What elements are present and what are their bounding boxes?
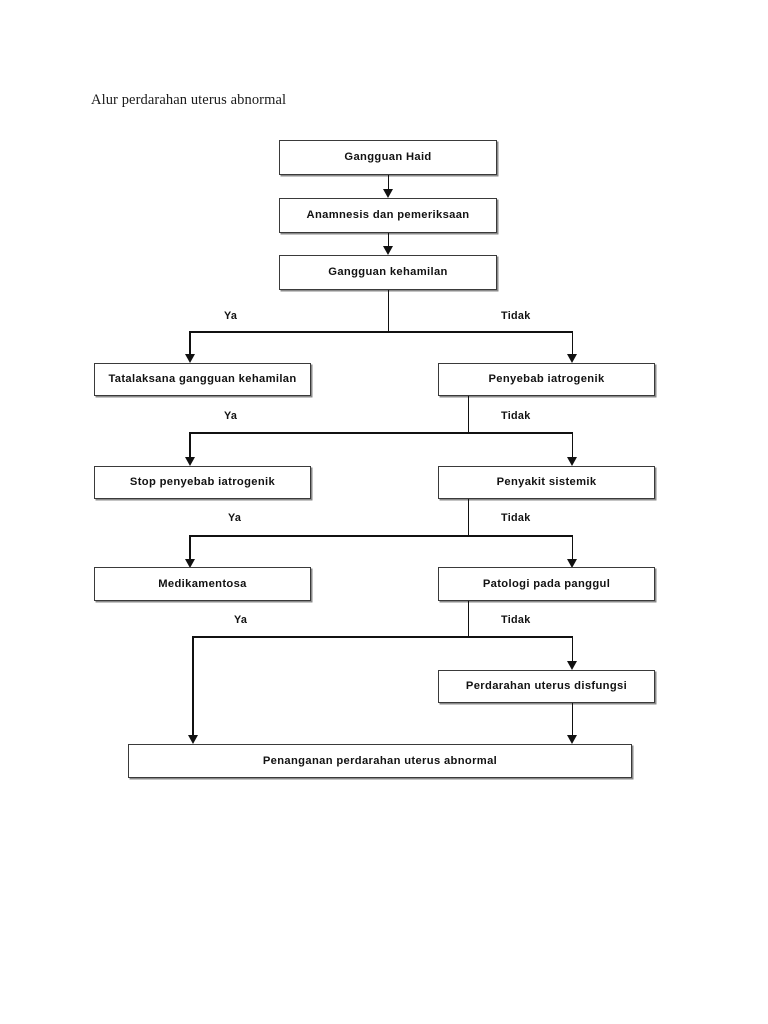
flow-node-label: Stop penyebab iatrogenik: [129, 476, 276, 489]
arrowhead-n3-n4: [185, 354, 196, 363]
edge-label-tidak-1: Tidak: [501, 310, 531, 322]
flow-node-medikamentosa: Medikamentosa: [94, 567, 311, 601]
arrowhead-n10-n11: [567, 735, 578, 744]
edge-label-tidak-4: Tidak: [501, 614, 531, 626]
arrowhead-n7-n9: [567, 559, 578, 568]
connector-n7-to-n9: [571, 535, 574, 559]
arrowhead-n9-n10: [567, 661, 578, 670]
connector-n7-to-n8: [189, 535, 191, 559]
arrowhead-n7-n8: [185, 559, 196, 568]
connector-n5-split: [190, 432, 573, 434]
connector-n3-to-n5: [571, 331, 574, 354]
arrowhead-n9-n11: [188, 735, 199, 744]
connector-n5-stem: [467, 396, 470, 433]
flow-node-gangguan-haid: Gangguan Haid: [279, 140, 497, 175]
flow-node-label: Tatalaksana gangguan kehamilan: [108, 373, 297, 386]
edge-label-ya-2: Ya: [224, 410, 238, 422]
connector-n3-to-n4: [189, 331, 191, 354]
edge-label-ya-3: Ya: [228, 512, 242, 524]
page-title: Alur perdarahan uterus abnormal: [91, 92, 287, 108]
connector-n9-to-n10: [571, 636, 574, 662]
flow-node-label: Penanganan perdarahan uterus abnormal: [262, 754, 498, 767]
connector-n5-to-n7: [571, 432, 574, 457]
flow-node-label: Penyebab iatrogenik: [488, 373, 605, 386]
edge-label-ya-4: Ya: [234, 614, 248, 626]
flow-node-penyakit-sistemik: Penyakit sistemik: [438, 466, 655, 499]
arrowhead-n1-n2: [383, 189, 394, 198]
flow-node-tatalaksana-gangguan-kehamilan: Tatalaksana gangguan kehamilan: [94, 363, 311, 396]
connector-n2-n3: [387, 233, 390, 246]
connector-n7-stem: [467, 499, 470, 536]
edge-label-tidak-3: Tidak: [501, 512, 531, 524]
flow-node-label: Anamnesis dan pemeriksaan: [306, 209, 470, 222]
flow-node-label: Gangguan Haid: [344, 151, 432, 164]
arrowhead-n2-n3: [383, 246, 394, 255]
edge-label-ya-1: Ya: [224, 310, 238, 322]
arrowhead-n3-n5: [567, 354, 578, 363]
flow-node-label: Medikamentosa: [158, 577, 247, 590]
connector-n7-split: [190, 535, 573, 537]
flow-node-label: Gangguan kehamilan: [328, 266, 448, 279]
connector-n9-to-n11: [192, 636, 194, 735]
arrowhead-n5-n6: [185, 457, 196, 466]
flow-node-gangguan-kehamilan: Gangguan kehamilan: [279, 255, 497, 290]
connector-n10-n11: [571, 703, 574, 735]
flow-node-penyebab-iatrogenik: Penyebab iatrogenik: [438, 363, 655, 396]
flow-node-perdarahan-uterus-disfungsi: Perdarahan uterus disfungsi: [438, 670, 655, 703]
connector-n3-stem: [387, 290, 390, 332]
connector-n9-stem: [467, 601, 470, 637]
connector-n3-split: [190, 331, 573, 333]
flow-node-penanganan-perdarahan-uterus-abnormal: Penanganan perdarahan uterus abnormal: [128, 744, 632, 778]
flow-node-label: Perdarahan uterus disfungsi: [465, 680, 628, 693]
arrowhead-n5-n7: [567, 457, 578, 466]
flow-node-patologi-pada-panggul: Patologi pada panggul: [438, 567, 655, 601]
edge-label-tidak-2: Tidak: [501, 410, 531, 422]
flow-node-stop-penyebab-iatrogenik: Stop penyebab iatrogenik: [94, 466, 311, 499]
connector-n1-n2: [387, 175, 390, 190]
connector-n5-to-n6: [189, 432, 191, 457]
connector-n9-split: [193, 636, 573, 638]
flow-node-label: Patologi pada panggul: [482, 577, 611, 590]
flow-node-anamnesis-pemeriksaan: Anamnesis dan pemeriksaan: [279, 198, 497, 233]
flow-node-label: Penyakit sistemik: [496, 476, 597, 489]
